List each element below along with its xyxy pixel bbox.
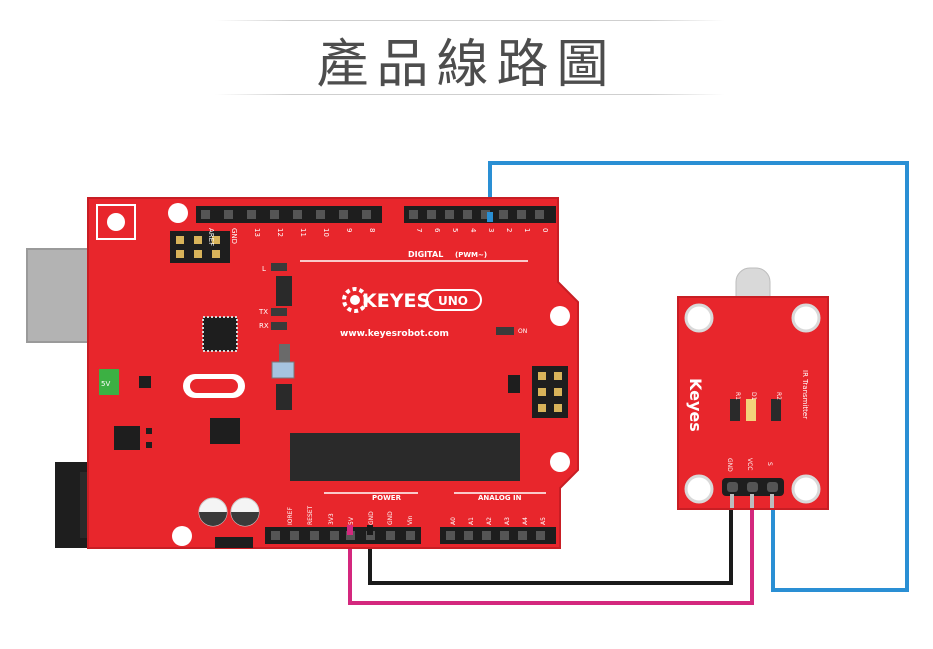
gear-icon bbox=[342, 287, 368, 313]
icsp-header-top bbox=[170, 231, 230, 263]
svg-text:D1: D1 bbox=[750, 392, 757, 401]
pin-label: GND bbox=[387, 511, 394, 525]
pin-label: A5 bbox=[540, 517, 547, 525]
power-chip bbox=[99, 369, 119, 395]
wire-power bbox=[348, 505, 754, 605]
power-header bbox=[265, 527, 421, 544]
capacitors bbox=[198, 497, 260, 527]
title-area: 產品線路圖 bbox=[0, 0, 933, 105]
pin-label: 2 bbox=[505, 228, 513, 232]
pin-label: A1 bbox=[468, 517, 475, 525]
svg-text:5V: 5V bbox=[101, 380, 110, 388]
wires bbox=[348, 161, 909, 605]
atmega-chip bbox=[290, 433, 520, 481]
led-label-tx: TX bbox=[258, 308, 268, 316]
icsp-header-right bbox=[532, 366, 568, 418]
keyes-logo: KEYES UNO bbox=[342, 287, 482, 313]
pin-label: 5 bbox=[451, 228, 459, 232]
module-pin-vcc: VCC bbox=[746, 458, 753, 470]
analog-label: ANALOG IN bbox=[478, 494, 522, 502]
wire-ground bbox=[368, 505, 733, 585]
pin-label: GND bbox=[368, 511, 375, 525]
model-badge: UNO bbox=[438, 294, 468, 308]
module-mount-hole bbox=[684, 303, 714, 333]
pin-label: 11 bbox=[299, 228, 307, 237]
ir-transmitter-module: Keyes IR Transmitter R1 D1 R2 GND VCC S bbox=[677, 267, 829, 510]
pin-label: 4 bbox=[469, 228, 477, 233]
module-mount-hole bbox=[684, 474, 714, 504]
pin-label: 12 bbox=[276, 228, 284, 237]
pin-label: GND bbox=[230, 228, 238, 244]
pin-label: A3 bbox=[504, 517, 511, 525]
led-label-l: L bbox=[262, 265, 266, 273]
mount-hole bbox=[550, 452, 570, 472]
arduino-board: AREF GND 13 12 11 10 9 8 7 6 5 4 3 2 1 0… bbox=[26, 197, 579, 549]
mount-hole bbox=[168, 203, 188, 223]
on-label: ON bbox=[518, 328, 527, 335]
analog-header bbox=[440, 527, 556, 544]
pin-label: RESET bbox=[307, 505, 314, 525]
pin-label: 13 bbox=[253, 228, 261, 237]
pin-label: 10 bbox=[322, 228, 330, 237]
pin-label: IOREF bbox=[287, 507, 294, 525]
digital-header-right bbox=[404, 206, 556, 223]
title-bottom-rule bbox=[215, 94, 725, 95]
svg-text:R1: R1 bbox=[734, 392, 741, 400]
mount-hole bbox=[172, 526, 192, 546]
pin-label: AREF bbox=[207, 228, 215, 246]
pin-label: 5V bbox=[348, 516, 355, 525]
pin-label: 0 bbox=[541, 228, 549, 232]
brand-logo-text: KEYES bbox=[362, 290, 430, 312]
svg-text:R2: R2 bbox=[775, 392, 782, 400]
pin-label: 1 bbox=[523, 228, 531, 232]
pin-label: 3V3 bbox=[328, 513, 335, 525]
top-pin-labels: AREF GND 13 12 11 10 9 8 7 6 5 4 3 2 1 0 bbox=[207, 228, 549, 246]
usb-chip bbox=[202, 316, 238, 352]
pin-label: A0 bbox=[450, 517, 457, 525]
mount-hole bbox=[550, 306, 570, 326]
module-name: IR Transmitter bbox=[801, 370, 809, 419]
module-header bbox=[722, 478, 784, 508]
bottom-pin-labels: IOREF RESET 3V3 5V GND GND Vin A0 A1 A2 … bbox=[287, 505, 547, 525]
title-top-rule bbox=[215, 20, 725, 21]
pin-label: 3 bbox=[487, 228, 495, 232]
pwm-label: (PWM~) bbox=[455, 251, 487, 259]
pin-label: A4 bbox=[522, 517, 529, 525]
pin-label: Vin bbox=[407, 515, 414, 525]
module-mount-hole bbox=[791, 474, 821, 504]
power-label: POWER bbox=[372, 494, 402, 502]
led-label-rx: RX bbox=[259, 322, 269, 330]
pin-label: A2 bbox=[486, 517, 493, 525]
module-pin-s: S bbox=[766, 462, 773, 466]
wire-signal bbox=[488, 161, 909, 592]
board-url: www.keyesrobot.com bbox=[340, 329, 449, 339]
pin-label: 7 bbox=[415, 228, 423, 232]
pin-label: 6 bbox=[433, 228, 441, 233]
module-mount-hole bbox=[791, 303, 821, 333]
page-title: 產品線路圖 bbox=[316, 35, 617, 95]
module-brand: Keyes bbox=[686, 378, 705, 432]
module-pin-gnd: GND bbox=[726, 458, 733, 472]
digital-header-left bbox=[196, 206, 382, 223]
digital-label: DIGITAL bbox=[408, 250, 443, 259]
pin-label: 8 bbox=[368, 228, 376, 232]
pin-label: 9 bbox=[345, 228, 353, 232]
